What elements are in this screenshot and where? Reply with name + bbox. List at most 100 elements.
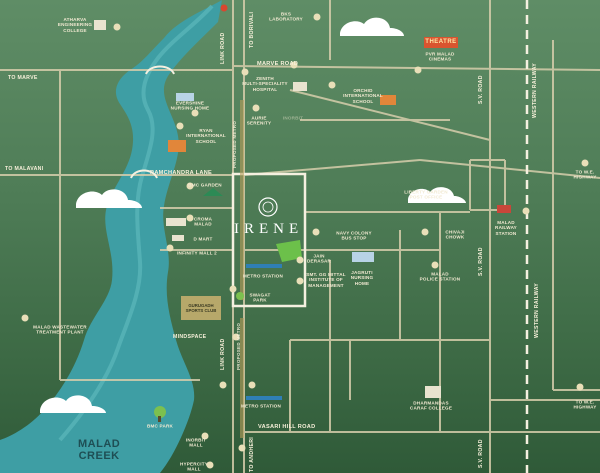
garden-icon [203, 188, 223, 196]
cloud-icon [408, 187, 466, 203]
location-dot [414, 66, 422, 74]
creek-line-2: CREEK [78, 450, 120, 462]
tree-icon [236, 292, 244, 300]
location-dot [219, 381, 227, 389]
nursing-home-icon [352, 252, 374, 262]
irene-site-boundary [231, 172, 307, 308]
cloud-icon [340, 17, 404, 36]
location-dot [421, 228, 429, 236]
proposed-metro-top-label: PROPOSED METRO [232, 120, 237, 168]
metro-station-2-label: METRO STATION [241, 403, 281, 409]
sv-road-bottom-label: S.V. ROAD [478, 439, 484, 468]
location-dot [241, 68, 249, 76]
sv-road-mid-label: S.V. ROAD [478, 247, 484, 276]
metro-station-icon [246, 396, 282, 400]
bridge-icon [130, 169, 158, 179]
western-railway-top-label: WESTERN RAILWAY [532, 62, 538, 118]
malad-creek-water [0, 0, 222, 473]
location-dot [252, 104, 260, 112]
proposed-metro-bottom-label: PROPOSED METRO [236, 322, 241, 370]
malad-creek-label: MALAD CREEK [78, 438, 120, 462]
location-dot [21, 314, 29, 322]
location-dot [290, 61, 298, 69]
location-dot [191, 109, 199, 117]
to-malavani-label: TO MALAVANI [5, 166, 44, 172]
vasari-hill-road-label: VASARI HILL ROAD [258, 424, 316, 430]
infinity-mall-label: INFINITY MALL 2 [177, 250, 217, 256]
tree-icon [154, 406, 166, 418]
irene-project-title: IRENE [234, 221, 304, 237]
location-dot [328, 81, 336, 89]
to-borivali-label: TO BORIVALI [249, 11, 255, 48]
metro-station-1-label: METRO STATION [243, 273, 283, 279]
metro-station-icon [246, 264, 282, 268]
location-dot [113, 23, 121, 31]
creek-highlight [58, 4, 214, 442]
location-dot [313, 13, 321, 21]
location-dot [186, 214, 194, 222]
cloud-icon [76, 189, 142, 208]
location-dot [296, 256, 304, 264]
location-dot [248, 381, 256, 389]
location-dot [201, 432, 209, 440]
proposed-metro-line-bottom [240, 318, 244, 438]
creek-line-1: MALAD [78, 438, 121, 450]
location-dot [232, 333, 240, 341]
location-dot [166, 244, 174, 252]
location-dot [238, 444, 246, 452]
train-icon [497, 205, 511, 213]
bmc-garden-label: BMC GARDEN [188, 182, 222, 188]
college-icon [425, 386, 441, 398]
to-andheri-label: TO ANDHERI [249, 437, 255, 472]
sv-road-top-label: S.V. ROAD [478, 75, 484, 104]
park-icon [276, 240, 302, 262]
bridge-icon [145, 65, 175, 75]
western-railway-bottom-label: WESTERN RAILWAY [534, 282, 540, 338]
location-dot [220, 4, 228, 12]
location-dot [312, 228, 320, 236]
cloud-icon [40, 395, 106, 413]
mindspace-label: MINDSPACE [173, 334, 207, 340]
store-icon [172, 235, 184, 241]
school-icon [168, 140, 186, 152]
location-dot [296, 277, 304, 285]
to-we-highway-bottom-label: TO W.E.HIGHWAY [573, 399, 597, 410]
link-road-top-label: LINK ROAD [220, 32, 226, 64]
school-icon [380, 95, 396, 105]
location-dot [431, 261, 439, 269]
location-dot [186, 182, 194, 190]
inorbit-ghost-label: INORBIT [282, 115, 304, 121]
hospital-icon [293, 82, 307, 91]
location-dot [229, 285, 237, 293]
ramchandra-lane-label: RAMCHANDRA LANE [150, 170, 213, 176]
store-icon [166, 218, 186, 226]
college-icon [94, 20, 106, 30]
link-road-bottom-label: LINK ROAD [220, 338, 226, 370]
dmart-label: D MART [193, 236, 213, 242]
proposed-metro-line-top [240, 100, 244, 300]
bmc-park-label: BMC PARK [146, 423, 174, 429]
to-we-highway-top-label: TO W.E.HIGHWAY [573, 169, 597, 180]
marve-road-label: MARVE ROAD [257, 61, 299, 67]
location-dot [176, 122, 184, 130]
nursing-home-icon [176, 93, 194, 101]
